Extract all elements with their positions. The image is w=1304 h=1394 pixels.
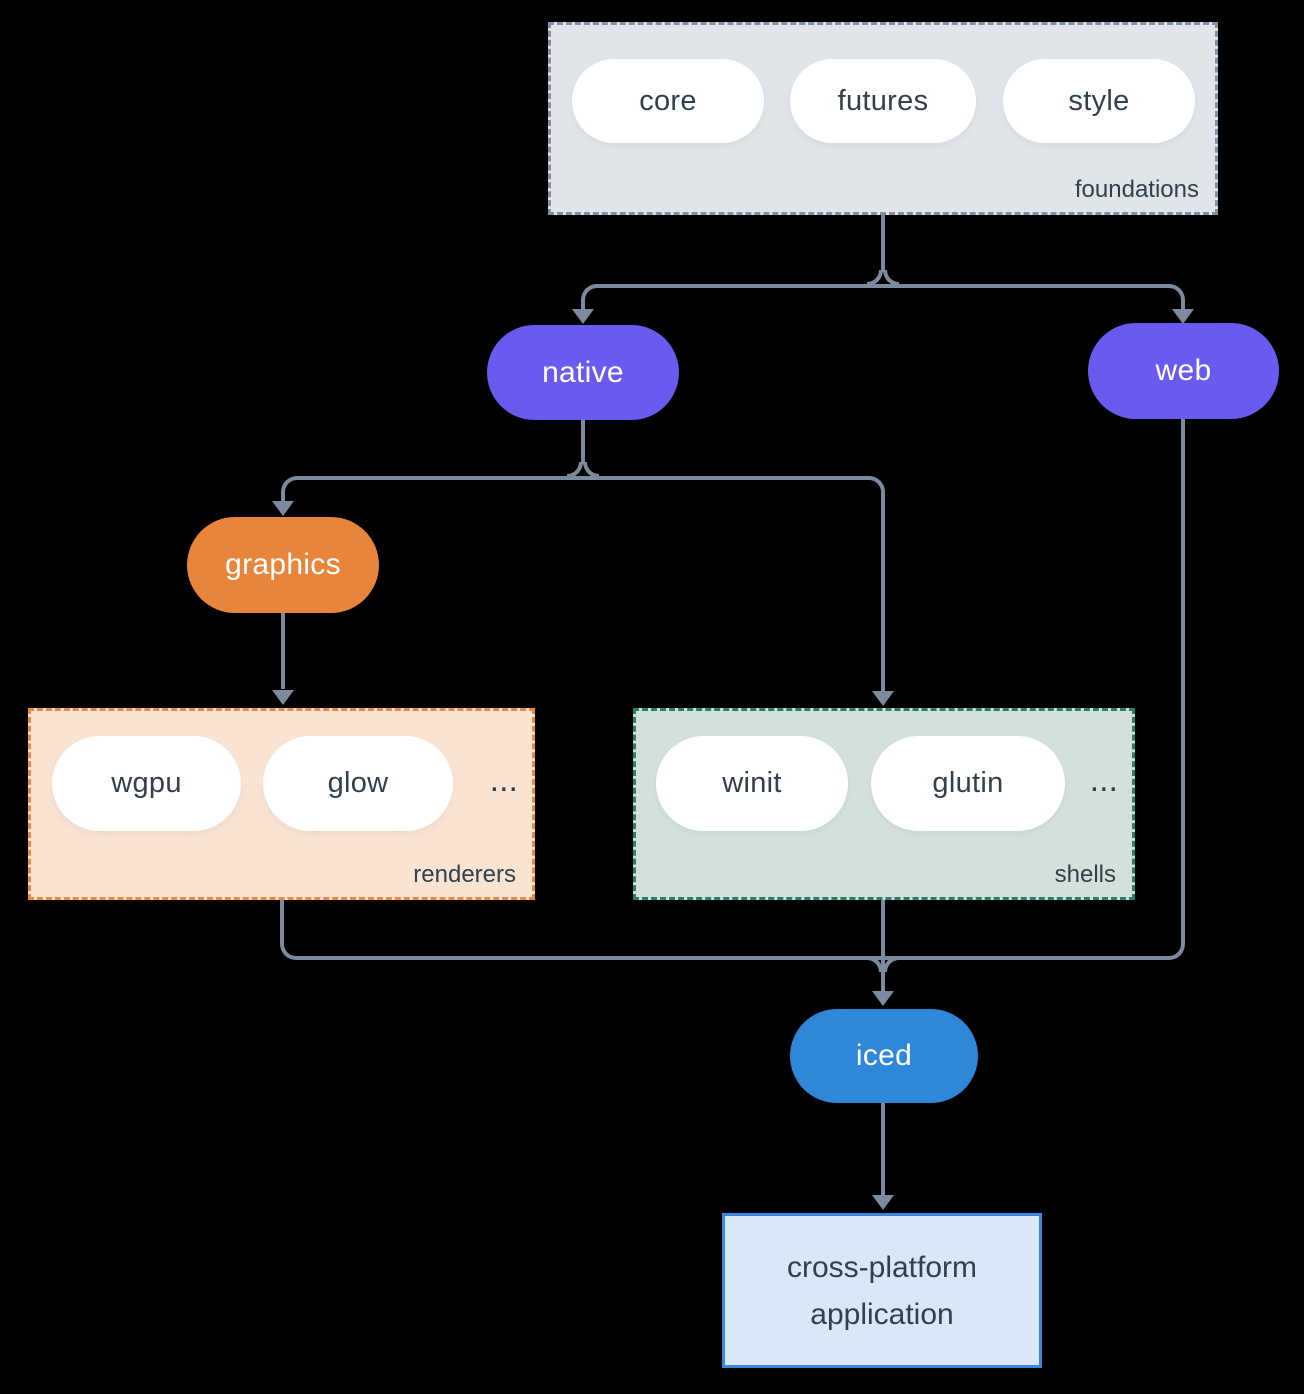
connector-merge-horizontal: [296, 956, 1169, 960]
node-futures: futures: [790, 59, 976, 143]
node-iced-label: iced: [855, 1039, 913, 1072]
node-web: web: [1088, 323, 1279, 419]
connector-elbow-to-graphics: [281, 476, 299, 494]
arrowhead-into-renderers: [272, 690, 294, 705]
connector-renderers-stem: [280, 900, 284, 944]
node-wgpu: wgpu: [52, 736, 241, 831]
connector-shells-to-iced-vertical: [881, 900, 885, 992]
connector-elbow-to-shells: [867, 476, 885, 494]
shells-ellipsis: ...: [1089, 761, 1118, 799]
node-core-label: core: [639, 84, 697, 117]
node-cross-platform-application: cross-platform application: [722, 1213, 1042, 1368]
connector-native-stem: [581, 420, 585, 464]
node-glow: glow: [263, 736, 453, 831]
arrowhead-into-native: [572, 309, 594, 324]
connector-native-to-shells-vertical: [881, 492, 885, 692]
arrowhead-into-application: [872, 1195, 894, 1210]
renderers-group-label: renderers: [413, 861, 516, 888]
node-winit-label: winit: [722, 767, 782, 799]
renderers-group-box: wgpu glow ... renderers: [28, 708, 535, 900]
foundations-group-label: foundations: [1074, 176, 1199, 203]
node-glow-label: glow: [327, 767, 389, 799]
connector-web-vertical: [1181, 419, 1185, 944]
arrowhead-into-shells: [872, 691, 894, 706]
node-core: core: [572, 59, 764, 143]
node-web-label: web: [1155, 354, 1212, 387]
connector-stub-to-native: [581, 300, 585, 310]
node-style: style: [1003, 59, 1195, 143]
connector-iced-to-application: [881, 1103, 885, 1195]
connector-stub-to-graphics: [281, 492, 285, 502]
connector-graphics-to-renderers: [281, 613, 285, 689]
application-label-line1: cross-platform: [786, 1250, 978, 1284]
node-graphics-label: graphics: [225, 548, 341, 581]
connector-stub-to-web: [1181, 300, 1185, 310]
renderers-ellipsis: ...: [489, 761, 518, 799]
foundations-group-box: core futures style foundations: [548, 22, 1218, 215]
node-wgpu-label: wgpu: [111, 767, 182, 799]
node-graphics: graphics: [187, 517, 379, 613]
connector-foundations-stem: [881, 215, 885, 272]
shells-group-label: shells: [1054, 861, 1116, 888]
connector-elbow-renderers-to-merge: [280, 942, 298, 960]
connector-elbow-web-to-merge: [1167, 942, 1185, 960]
connector-foundations-fork-horizontal: [595, 284, 1169, 288]
connector-native-fork-horizontal: [297, 476, 869, 480]
shells-group-box: winit glutin ... shells: [633, 708, 1135, 900]
arrowhead-into-iced: [872, 991, 894, 1006]
application-label-line2: application: [810, 1297, 954, 1331]
node-futures-label: futures: [837, 84, 929, 117]
connector-elbow-to-native: [581, 284, 599, 302]
arrowhead-into-web: [1172, 309, 1194, 324]
node-glutin: glutin: [871, 736, 1065, 831]
connector-elbow-to-web: [1167, 284, 1185, 302]
node-style-label: style: [1068, 84, 1130, 117]
connector-merge-flare-right: [883, 956, 899, 972]
node-winit: winit: [656, 736, 848, 831]
arrowhead-into-graphics: [272, 501, 294, 516]
node-native-label: native: [542, 355, 624, 389]
node-iced: iced: [790, 1009, 978, 1103]
node-glutin-label: glutin: [932, 767, 1004, 799]
node-native: native: [487, 325, 679, 420]
